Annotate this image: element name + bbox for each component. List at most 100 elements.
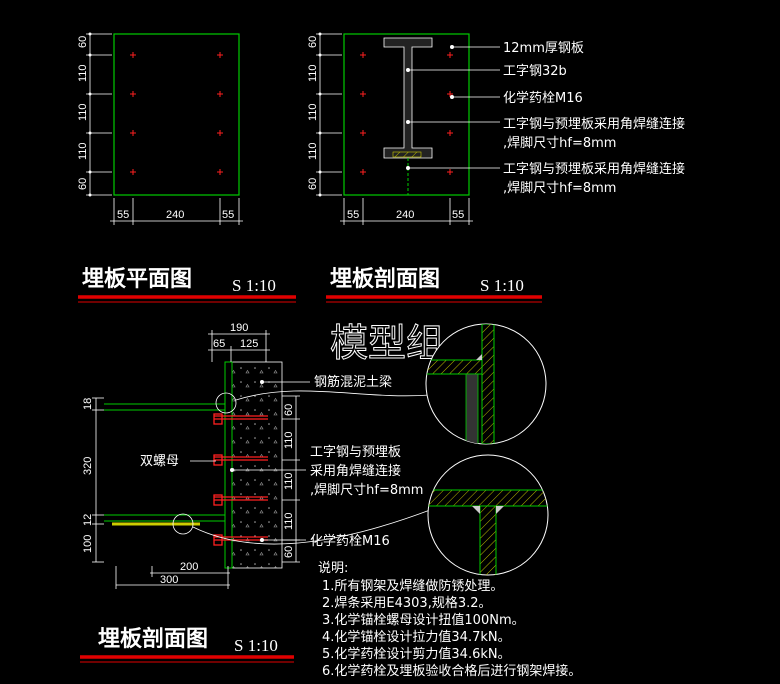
dim-label: 110	[307, 64, 319, 82]
view-scale: S 1:10	[480, 276, 524, 295]
view-title: 埋板平面图	[82, 267, 192, 292]
annotation-label: 12mm厚钢板	[503, 41, 584, 56]
dim-label: 100	[82, 535, 94, 553]
embed-plate	[224, 361, 233, 569]
note-item: 6.化学药栓及埋板验收合格后进行钢架焊接。	[322, 663, 581, 679]
steel-beam-side	[104, 403, 225, 522]
dim-label: 320	[82, 457, 94, 475]
dim-label: 65	[213, 338, 225, 350]
leader-lines	[405, 45, 500, 170]
label-weld: ,焊脚尺寸hf=8mm	[310, 482, 423, 498]
anchor-bolt	[213, 534, 268, 546]
label-anchor: 化学药栓M16	[310, 533, 390, 549]
dim-label: 60	[283, 546, 295, 558]
view-title: 埋板剖面图	[98, 626, 208, 652]
bolt-marker	[447, 130, 453, 136]
section-view-side: 模型组	[80, 321, 549, 663]
dim-label: 55	[117, 209, 129, 221]
dim-label: 240	[166, 209, 184, 221]
bolt-marker	[360, 169, 366, 175]
left-dimension-line	[92, 397, 104, 563]
notes-heading: 说明:	[318, 561, 348, 576]
weld-detail-top	[425, 323, 547, 445]
horizontal-dimension-line	[110, 198, 243, 225]
detail-callout	[215, 392, 237, 414]
label-double-nut: 双螺母	[140, 454, 179, 469]
dim-label: 60	[307, 36, 319, 48]
bolt-marker	[130, 130, 136, 136]
i-beam-shape	[383, 37, 433, 159]
dim-label: 240	[396, 209, 414, 221]
annotation-label: 工字钢与预埋板采用角焊缝连接	[503, 116, 685, 132]
bolt-marker	[447, 169, 453, 175]
section-view-front: 12mm厚钢板 工字钢32b 化学药栓M16 工字钢与预埋板采用角焊缝连接 ,焊…	[307, 32, 685, 303]
dim-label: 60	[77, 36, 89, 48]
bolt-marker	[130, 52, 136, 58]
bolt-marker	[217, 91, 223, 97]
bolt-marker	[217, 169, 223, 175]
notes-block: 说明: 1.所有钢架及焊缝做防锈处理。 2.焊条采用E4303,规格3.2。 3…	[318, 561, 581, 679]
embed-plate-outline	[343, 33, 470, 196]
plan-view: 60 110 110 110 60 55 240 55 埋板平面图 S 1:10	[77, 32, 296, 303]
bolt-marker	[447, 91, 453, 97]
bolt-marker	[130, 91, 136, 97]
top-dimension-line	[208, 330, 270, 362]
dim-label: 110	[77, 142, 89, 160]
annotation-label: 工字钢与预埋板采用角焊缝连接	[503, 161, 685, 177]
dim-label: 60	[307, 178, 319, 190]
bolt-marker	[447, 52, 453, 58]
annotation-label: ,焊脚尺寸hf=8mm	[503, 135, 616, 151]
anchor-bolt	[213, 454, 268, 466]
annotation-label: 化学药栓M16	[503, 90, 583, 106]
dim-label: 55	[222, 209, 234, 221]
bolt-marker	[360, 52, 366, 58]
bolt-marker	[217, 52, 223, 58]
view-scale: S 1:10	[234, 636, 278, 655]
dim-label: 110	[307, 142, 319, 160]
note-item: 3.化学锚栓螺母设计扭值100Nm。	[322, 612, 525, 628]
dim-label: 300	[160, 574, 178, 586]
dim-label: 190	[230, 322, 248, 334]
weld-detail-bottom	[427, 454, 549, 576]
bolt-markers	[130, 52, 223, 175]
bolt-marker	[360, 130, 366, 136]
label-beam: 钢筋混泥土梁	[314, 374, 392, 390]
detail-callout	[172, 513, 194, 535]
dim-label: 12	[82, 514, 94, 526]
watermark: 模型组	[330, 321, 444, 365]
view-scale: S 1:10	[232, 276, 276, 295]
dim-label: 60	[283, 404, 295, 416]
dim-label: 18	[82, 398, 94, 410]
dim-label: 110	[283, 431, 295, 449]
bolt-marker	[130, 169, 136, 175]
note-item: 5.化学药栓设计剪力值34.6kN。	[322, 646, 511, 662]
dim-label: 110	[77, 64, 89, 82]
weld-mark	[392, 151, 422, 158]
note-item: 2.焊条采用E4303,规格3.2。	[322, 595, 492, 611]
dim-label: 110	[77, 103, 89, 121]
dim-label: 110	[307, 103, 319, 121]
dim-label: 125	[240, 338, 258, 350]
embed-plate-outline	[113, 33, 240, 196]
annotation-label: 工字钢32b	[503, 64, 567, 79]
annotation-label: ,焊脚尺寸hf=8mm	[503, 180, 616, 196]
label-weld: 采用角焊缝连接	[310, 463, 401, 479]
anchor-bolt	[213, 413, 268, 425]
dim-label: 60	[77, 178, 89, 190]
anchor-bolt	[213, 494, 268, 506]
dim-label: 55	[452, 209, 464, 221]
dim-label: 55	[347, 209, 359, 221]
label-weld: 工字钢与预埋板	[310, 445, 401, 460]
leader-lines	[190, 379, 310, 543]
view-title: 埋板剖面图	[330, 266, 440, 292]
bolt-markers	[360, 52, 453, 175]
dim-label: 110	[283, 472, 295, 490]
bolt-marker	[217, 130, 223, 136]
note-item: 4.化学锚栓设计拉力值34.7kN。	[322, 629, 511, 645]
dim-label: 110	[283, 512, 295, 530]
horizontal-dimension-line	[340, 198, 473, 225]
dim-label: 200	[180, 561, 198, 573]
bottom-dimension-line	[115, 566, 230, 589]
concrete-beam	[231, 361, 283, 569]
